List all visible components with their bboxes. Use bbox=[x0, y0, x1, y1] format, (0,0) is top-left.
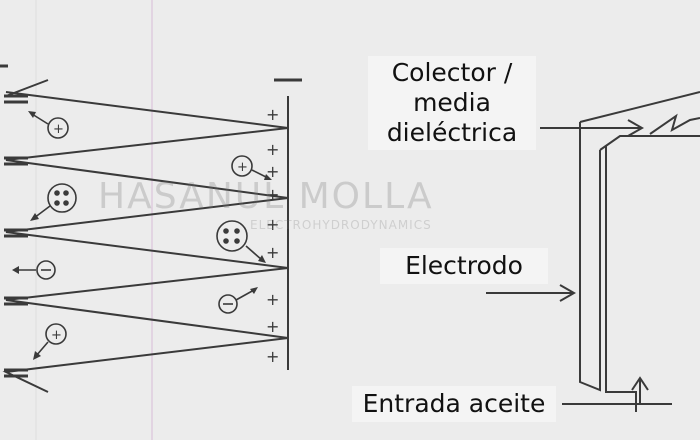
collector-assembly bbox=[486, 91, 700, 412]
electrode-label: Electrodo bbox=[380, 248, 548, 284]
watermark-subtext: ELECTROHYDRODYNAMICS bbox=[250, 218, 432, 232]
plus-sign: + bbox=[266, 185, 279, 204]
collector-label: Colector / media dieléctrica bbox=[368, 56, 536, 150]
left-electrode-marks bbox=[0, 64, 302, 378]
ionization-region bbox=[2, 79, 289, 393]
zigzag-field-lines bbox=[2, 91, 289, 393]
collector-wall bbox=[579, 122, 601, 392]
plus-sign: + bbox=[51, 328, 62, 343]
plus-sign: + bbox=[266, 215, 279, 234]
positive-ion: + bbox=[231, 155, 272, 180]
plus-sign: + bbox=[266, 140, 279, 159]
plus-sign: + bbox=[266, 317, 279, 336]
positive-ion: + bbox=[28, 111, 69, 139]
plus-sign: + bbox=[266, 162, 279, 181]
oil-inlet-label: Entrada aceite bbox=[352, 386, 556, 422]
negative-ion bbox=[12, 260, 56, 280]
collector-arrow-head bbox=[627, 119, 645, 137]
ion-particles: + + bbox=[12, 111, 272, 360]
collector-roof-inner bbox=[599, 135, 700, 151]
plus-sign: + bbox=[237, 160, 248, 175]
watermark-text: HASANUL MOLLA bbox=[98, 176, 434, 217]
dielectric-wall bbox=[605, 146, 637, 412]
negative-ion bbox=[218, 287, 258, 314]
plus-sign: + bbox=[53, 122, 64, 137]
molecule-cluster bbox=[30, 183, 77, 221]
plus-signs: + + + + + + + + + bbox=[266, 105, 279, 366]
collector-label-line1: Colector / bbox=[391, 58, 513, 87]
collector-roof bbox=[579, 91, 700, 123]
plus-sign: + bbox=[266, 347, 279, 366]
top-zigzag bbox=[649, 113, 700, 135]
collector-label-line3: dieléctrica bbox=[386, 118, 518, 147]
plus-sign: + bbox=[266, 290, 279, 309]
molecule-cluster bbox=[216, 220, 266, 263]
oil-inlet-arrow-head bbox=[631, 376, 649, 391]
electrode-arrow-head bbox=[559, 284, 577, 302]
plus-sign: + bbox=[266, 105, 279, 124]
positive-ion: + bbox=[33, 323, 67, 360]
plus-sign: + bbox=[266, 243, 279, 262]
collector-label-line2: media bbox=[413, 88, 491, 117]
